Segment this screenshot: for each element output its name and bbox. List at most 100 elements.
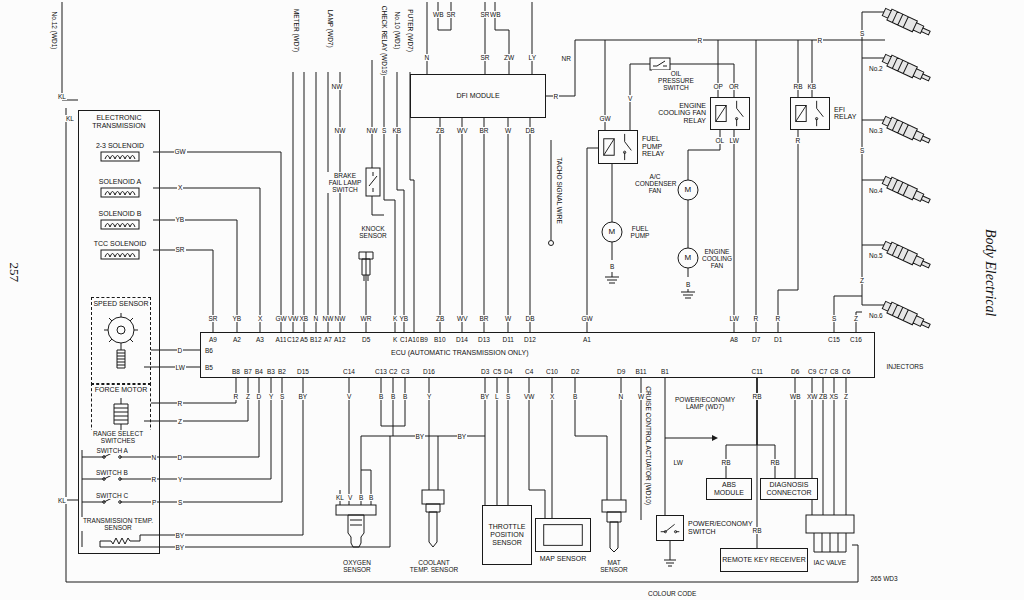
component-label: FUEL PUMP bbox=[625, 225, 655, 239]
pin-label: D5 bbox=[361, 336, 371, 343]
wire-colour: XS bbox=[829, 393, 840, 400]
component-symbol bbox=[104, 313, 138, 368]
component-symbol bbox=[100, 249, 140, 260]
component-symbol bbox=[101, 250, 139, 259]
component-symbol bbox=[100, 151, 140, 162]
pin-label: B11 bbox=[635, 368, 648, 375]
wire-colour: WR bbox=[360, 315, 373, 322]
component-symbol bbox=[105, 156, 135, 160]
wire-colour: R bbox=[697, 37, 704, 44]
component-label: ENGINE COOLING FAN bbox=[701, 248, 733, 269]
module-box: DFI MODULE bbox=[410, 74, 546, 118]
wire-colour: R bbox=[233, 393, 240, 400]
motor-letter: M bbox=[684, 186, 693, 195]
wire-colour: KB bbox=[392, 127, 403, 134]
component-label: KNOCK SENSOR bbox=[356, 225, 390, 239]
pin-label: C5 bbox=[492, 368, 502, 375]
node-label: SOLENOID A bbox=[99, 178, 141, 186]
wire-colour: OP bbox=[713, 83, 724, 90]
component-symbol bbox=[106, 396, 136, 430]
pin-label: A5 bbox=[299, 336, 309, 343]
wire-connector bbox=[778, 130, 798, 332]
wire-colour: LW bbox=[175, 364, 186, 371]
component-label: INJECTORS bbox=[886, 363, 925, 370]
wire-colour: R bbox=[553, 93, 560, 100]
sensor-symbol bbox=[806, 515, 854, 533]
component-label: TRANSMISSION TEMP. SENSOR bbox=[80, 517, 156, 531]
wire bbox=[150, 378, 282, 502]
wire-colour: R bbox=[817, 37, 824, 44]
wire bbox=[62, 2, 885, 582]
component-symbol bbox=[625, 134, 632, 160]
heading-text: COLOUR CODE bbox=[647, 590, 697, 597]
sensor-symbol bbox=[650, 58, 670, 70]
wire-colour: K bbox=[392, 315, 398, 322]
wire bbox=[575, 378, 607, 500]
component-symbol bbox=[101, 188, 139, 197]
wire-colour: W bbox=[504, 127, 512, 134]
wire-connector bbox=[153, 152, 281, 332]
position-letter: R bbox=[151, 476, 158, 483]
component-label: COOLANT TEMP. SENSOR bbox=[408, 559, 460, 573]
injector-symbol bbox=[881, 7, 931, 39]
wire-colour: RB bbox=[752, 393, 763, 400]
wire-colour: S bbox=[831, 315, 837, 322]
sensor-symbol bbox=[348, 515, 364, 547]
component-symbol bbox=[674, 531, 676, 533]
injector-number: No.2 bbox=[868, 65, 884, 72]
pin-label: A7 bbox=[323, 336, 333, 343]
wire-colour: D bbox=[177, 454, 184, 461]
wire-colour: W bbox=[637, 393, 645, 400]
pin-label: C14 bbox=[342, 368, 356, 375]
pin-label: D13 bbox=[477, 336, 491, 343]
wire-colour: B bbox=[402, 393, 408, 400]
component-symbol bbox=[114, 398, 128, 430]
reference-note: TACHO SIGNAL WIRE bbox=[556, 156, 563, 224]
solenoid: 2-3 SOLENOID bbox=[87, 137, 153, 167]
component-symbol bbox=[536, 519, 590, 551]
wire-colour: X bbox=[177, 184, 183, 191]
pin-label: B7 bbox=[243, 368, 253, 375]
pin-label: B10 bbox=[433, 336, 447, 343]
wire-colour: BY bbox=[415, 433, 426, 440]
component-symbol bbox=[117, 326, 125, 334]
pin-label: D16 bbox=[422, 368, 436, 375]
pin-label: D4 bbox=[503, 368, 513, 375]
pin-label: C8 bbox=[829, 368, 839, 375]
page-number: 257 bbox=[7, 261, 21, 283]
component-symbol bbox=[711, 98, 749, 129]
component-label: A/C CONDENSER FAN bbox=[634, 173, 676, 194]
wire-colour: Z bbox=[853, 315, 859, 322]
wire-colour: BR bbox=[479, 127, 490, 134]
wire-colour: V bbox=[346, 393, 352, 400]
component-symbol bbox=[604, 139, 614, 155]
range-switch-symbol bbox=[103, 501, 106, 504]
connector-box: DIAGNOSIS CONNECTOR bbox=[760, 478, 818, 500]
wire bbox=[427, 2, 532, 74]
wire-colour: NR bbox=[561, 55, 572, 62]
wire bbox=[384, 76, 395, 332]
wire-colour: SR bbox=[208, 315, 219, 322]
wire-colour: NW bbox=[334, 315, 347, 322]
wire bbox=[546, 40, 885, 96]
wire-colour: YB bbox=[175, 216, 186, 223]
wire-colour: XW bbox=[806, 393, 818, 400]
wire-connector bbox=[440, 118, 441, 332]
pin-label: C12 bbox=[286, 336, 300, 343]
pin-label: D12 bbox=[523, 336, 537, 343]
pin-label: B2 bbox=[277, 368, 287, 375]
solenoid: TCC SOLENOID bbox=[87, 235, 153, 265]
component-symbol bbox=[716, 101, 744, 126]
arrow-head bbox=[712, 435, 718, 441]
wire-colour: V bbox=[347, 494, 353, 501]
wire-colour: BY bbox=[298, 393, 309, 400]
wire-connector bbox=[153, 220, 237, 332]
component-symbol bbox=[796, 106, 806, 122]
wire-colour: B bbox=[685, 281, 691, 288]
component-symbol bbox=[105, 254, 135, 258]
component-symbol bbox=[736, 118, 738, 120]
wire-colour: Z bbox=[859, 277, 865, 284]
component-symbol bbox=[624, 151, 626, 153]
injector-symbol bbox=[881, 175, 931, 207]
node-label: ECU (AUTOMATIC TRANSMISSION ONLY) bbox=[391, 349, 529, 357]
